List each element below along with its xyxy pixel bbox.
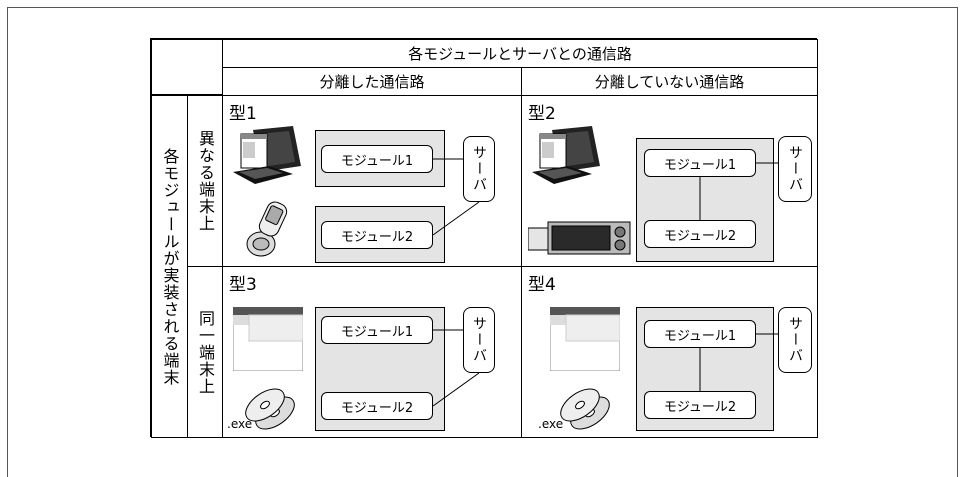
type2-cell: 型2 モジュール1 モジュール2 サーバ	[521, 95, 818, 267]
row-header-same: 同一端末上	[187, 266, 223, 438]
type1-module1: モジュール1	[321, 145, 433, 173]
type1-module1-label: モジュール1	[340, 153, 414, 169]
portable-device-icon	[528, 221, 631, 255]
type3-module1-label: モジュール1	[340, 324, 414, 340]
type1-connections	[432, 158, 480, 236]
row-header-outer-text: 各モジュールが実装される端末	[160, 147, 180, 386]
row-header-same-text: 同一端末上	[196, 309, 215, 395]
type3-exe-label: .exe	[227, 417, 253, 431]
type4-module1-label: モジュール1	[663, 328, 737, 344]
type3-connections	[432, 329, 480, 407]
row-header-outer: 各モジュールが実装される端末	[151, 95, 188, 438]
type3-module2: モジュール2	[321, 392, 433, 420]
type2-server-label: サーバ	[787, 145, 803, 193]
header-not-separated-text: 分離していない通信路	[594, 73, 745, 91]
type1-module2: モジュール2	[321, 221, 433, 249]
type4-exe-label: .exe	[538, 417, 564, 431]
app-window-icon	[233, 307, 303, 371]
type1-server: サーバ	[463, 136, 495, 202]
type2-module2-label: モジュール2	[663, 228, 737, 244]
type3-cell: 型3 .exe モジュール1 モジュール2 サーバ	[222, 266, 522, 438]
laptop-icon	[532, 126, 600, 184]
type3-label: 型3	[229, 275, 257, 295]
type3-module2-label: モジュール2	[340, 400, 414, 416]
header-separated: 分離した通信路	[222, 67, 522, 96]
disc-icon	[245, 388, 295, 430]
header-not-separated: 分離していない通信路	[521, 67, 818, 96]
type4-server: サーバ	[778, 307, 812, 373]
type1-server-label: サーバ	[471, 145, 487, 193]
type4-module2: モジュール2	[644, 391, 756, 419]
row-header-different-text: 異なる端末上	[196, 130, 215, 232]
type3-module1: モジュール1	[321, 316, 433, 344]
type3-server-label: サーバ	[471, 316, 487, 364]
header-separated-text: 分離した通信路	[319, 73, 425, 91]
type4-cell: 型4 .exe モジュール1 モジュール2 サーバ	[521, 266, 818, 438]
corner-cell	[151, 39, 223, 95]
mobile-phone-icon	[246, 201, 288, 257]
type4-connections	[699, 333, 778, 391]
type4-module2-label: モジュール2	[663, 399, 737, 415]
app-window-icon	[550, 307, 620, 371]
disc-icon	[560, 388, 610, 430]
type4-module1: モジュール1	[644, 320, 756, 348]
type1-module2-label: モジュール2	[340, 229, 414, 245]
type3-server: サーバ	[463, 307, 495, 373]
type2-label: 型2	[528, 104, 556, 124]
communication-table: 各モジュールとサーバとの通信路 分離した通信路 分離していない通信路 各モジュー…	[150, 38, 818, 438]
row-header-different: 異なる端末上	[187, 95, 223, 267]
type2-module2: モジュール2	[644, 220, 756, 248]
type4-label: 型4	[528, 275, 556, 295]
type4-server-label: サーバ	[787, 316, 803, 364]
type2-connections	[699, 162, 778, 220]
type2-server: サーバ	[778, 136, 812, 202]
outer-frame	[7, 7, 958, 477]
laptop-icon	[233, 126, 301, 184]
type2-module1: モジュール1	[644, 149, 756, 177]
type1-label: 型1	[229, 104, 257, 124]
type2-module1-label: モジュール1	[663, 157, 737, 173]
header-title: 各モジュールとサーバとの通信路	[222, 39, 818, 68]
header-title-text: 各モジュールとサーバとの通信路	[408, 45, 632, 63]
type1-cell: 型1 モジュール1 モジュール2 サーバ	[222, 95, 522, 267]
